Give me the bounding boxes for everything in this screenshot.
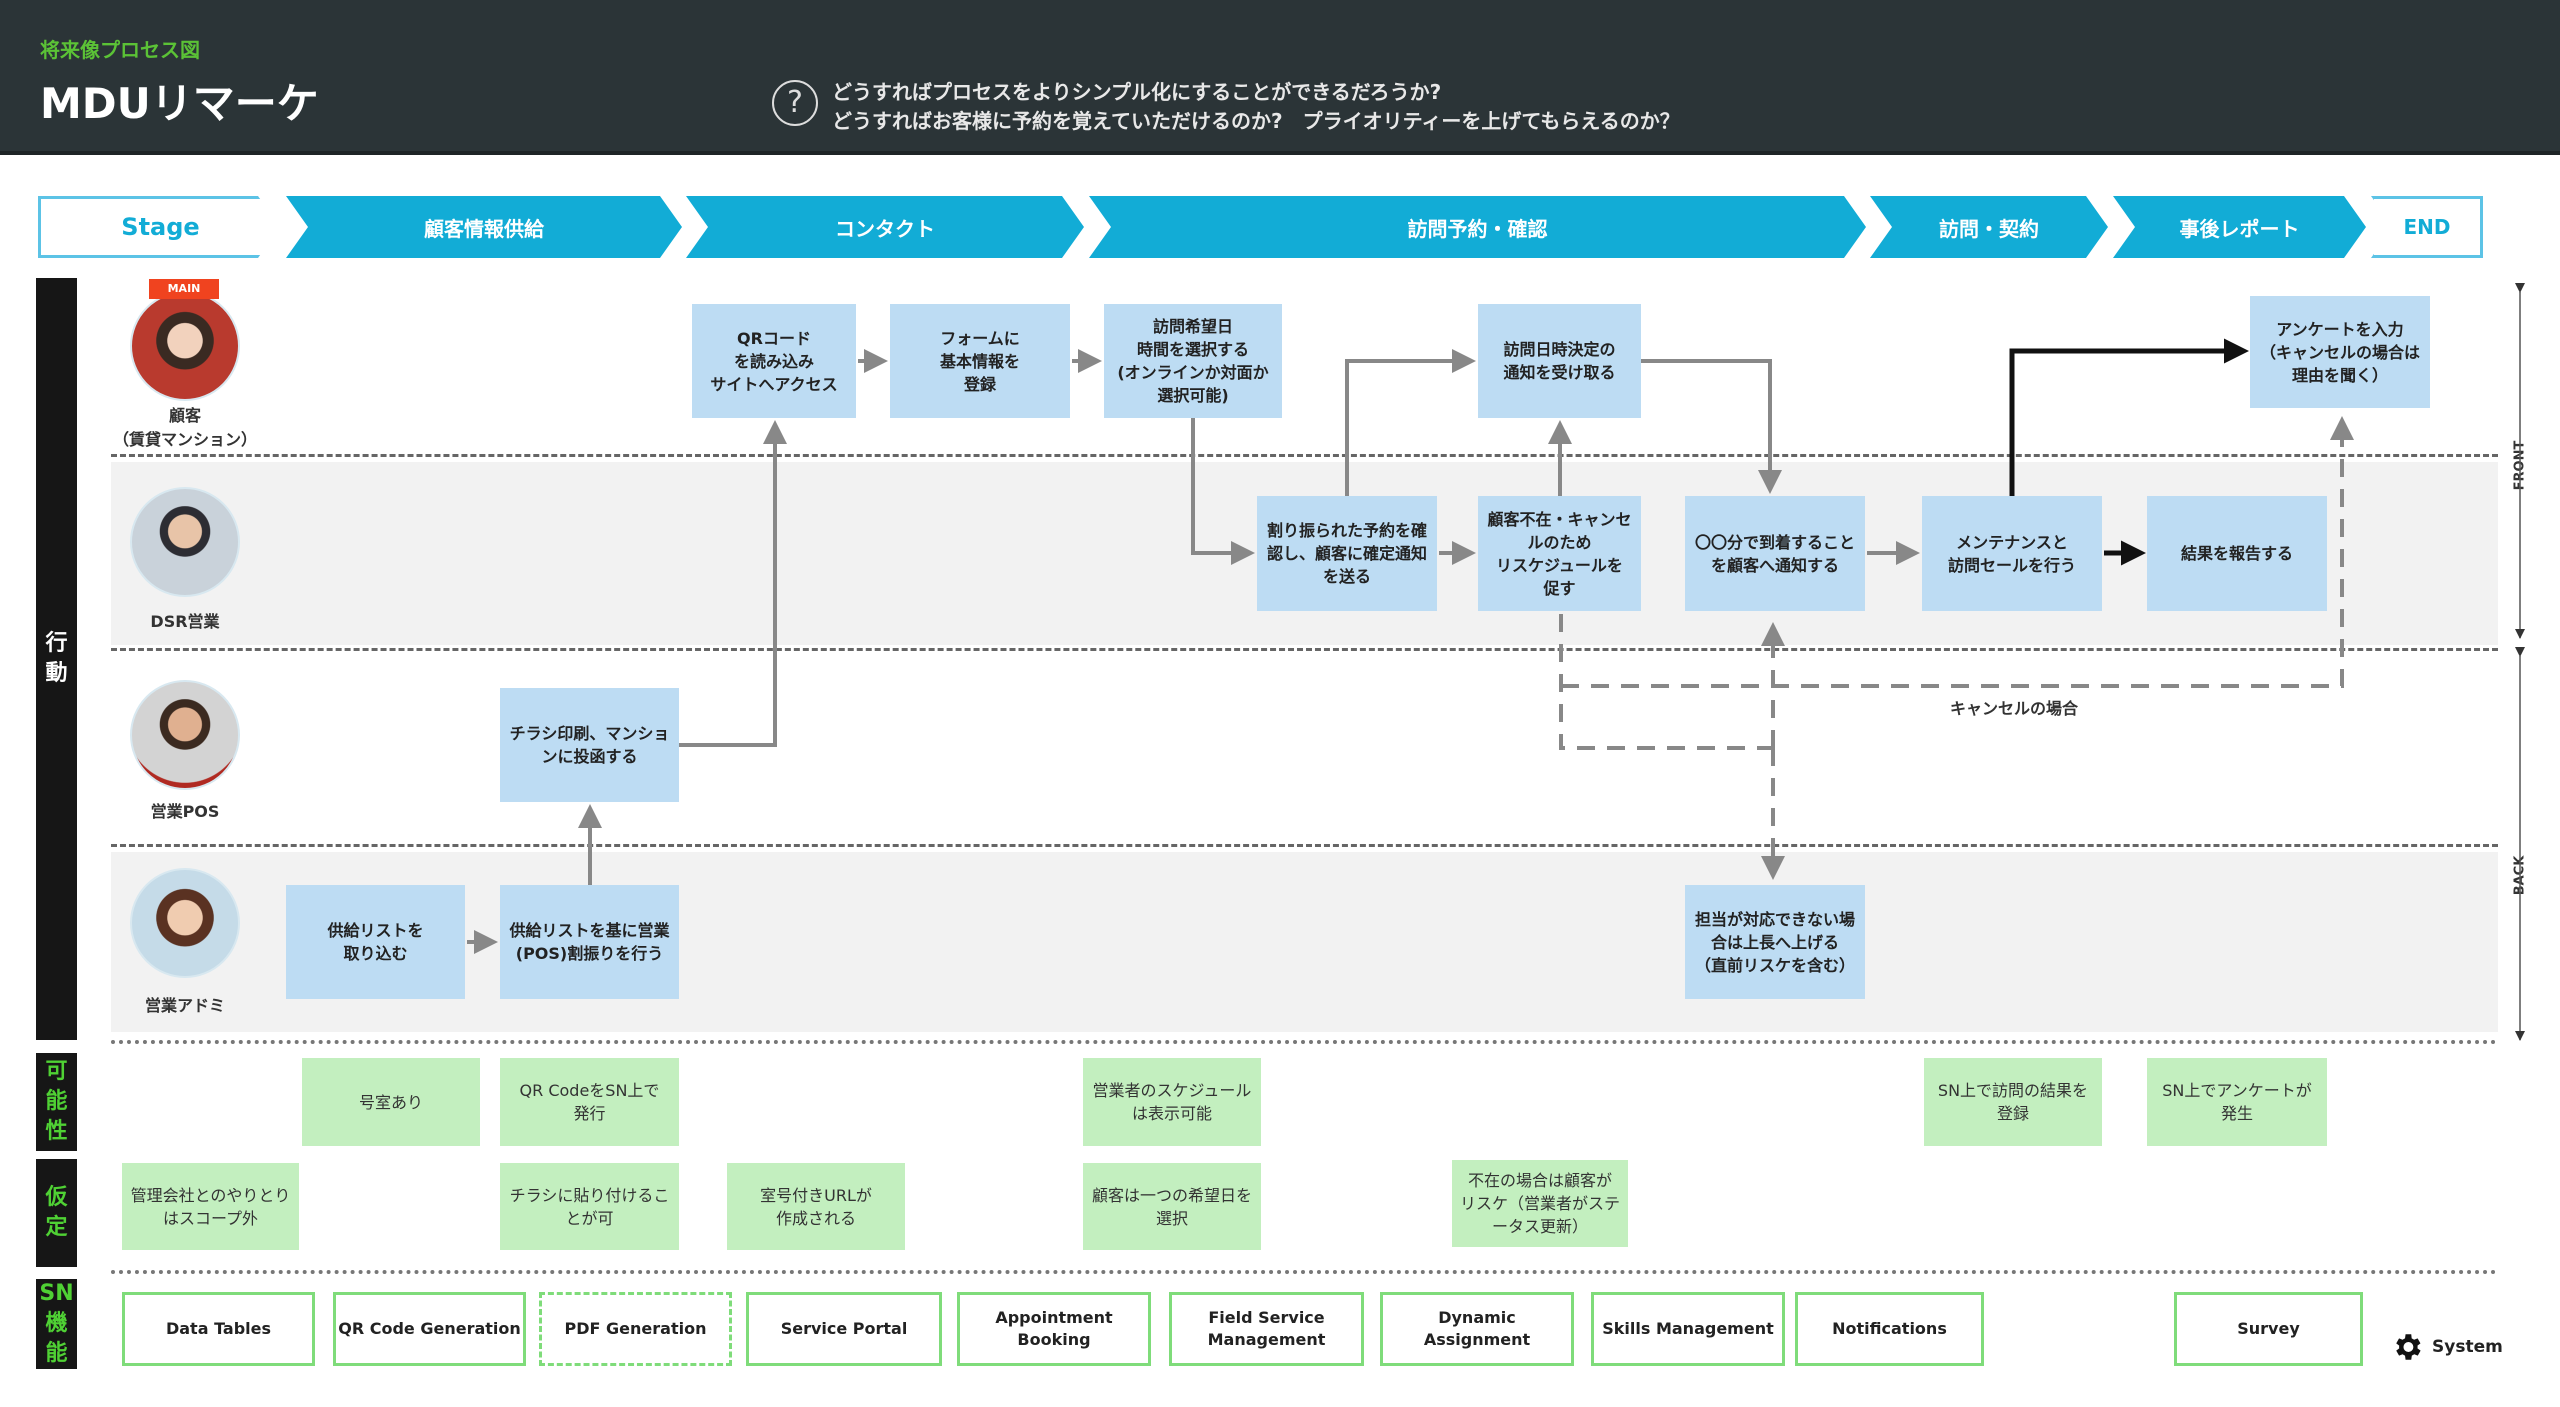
sn-feature-data-tables: Data Tables [122,1292,315,1366]
persona-name: DSR営業 [150,612,220,631]
lane-band-admin [111,852,2498,1032]
assumption-note: 顧客は一つの希望日を 選択 [1083,1163,1261,1250]
assumption-note: 管理会社とのやりとり はスコープ外 [122,1163,299,1250]
back-label: BACK [2512,855,2528,896]
sn-feature-dynamic-assignment: Dynamic Assignment [1380,1292,1574,1366]
diagram-subtitle: 将来像プロセス図 [40,38,200,62]
header [0,0,2560,155]
avatar-pos [130,680,240,790]
sn-feature-appointment-booking: Appointment Booking [957,1292,1151,1366]
lane-divider [111,454,2498,457]
cancel-path-label: キャンセルの場合 [1950,699,2079,718]
possibility-note: QR CodeをSN上で 発行 [500,1058,679,1146]
step-select-date: 訪問希望日 時間を選択する (オンラインか対面か 選択可能) [1104,304,1282,418]
question-line: どうすればお客様に予約を覚えていただけるのか? プライオリティーを上げてもらえる… [832,109,1680,133]
assumption-note: 不在の場合は顧客が リスケ（営業者がステ ータス更新） [1452,1160,1628,1247]
front-label: FRONT [2512,440,2528,491]
main-badge: MAIN [149,279,219,299]
stage-booking: 訪問予約・確認 [1089,196,1866,258]
step-assign-pos: 供給リストを基に営業 (POS)割振りを行う [500,885,679,999]
step-receive-notice: 訪問日時決定の 通知を受け取る [1478,304,1641,418]
stage-report: 事後レポート [2113,196,2366,258]
row-label-assumption: 仮 定 [36,1159,77,1267]
possibility-note: SN上で訪問の結果を 登録 [1924,1058,2102,1146]
sn-feature-service-portal: Service Portal [746,1292,942,1366]
assumption-note: チラシに貼り付けるこ とが可 [500,1163,679,1250]
persona-name: 営業アドミ [144,996,225,1015]
persona-name: 顧客 （賃貸マンション） [112,406,257,449]
step-import-list: 供給リストを 取り込む [286,885,465,999]
step-confirm-booking: 割り振られた予約を確 認し、顧客に確定通知 を送る [1257,496,1437,611]
step-qr-access: QRコード を読み込み サイトへアクセス [692,304,856,418]
possibility-note: 号室あり [302,1058,480,1146]
sn-feature-qr-code-generation: QR Code Generation [333,1292,526,1366]
stage-customer-info: 顧客情報供給 [286,196,682,258]
question-circle-icon: ? [772,80,818,126]
section-divider [111,1040,2498,1044]
sn-feature-skills-management: Skills Management [1591,1292,1785,1366]
stage-visit: 訪問・契約 [1870,196,2108,258]
system-legend-label: System [2432,1337,2503,1357]
possibility-note: SN上でアンケートが 発生 [2147,1058,2327,1146]
section-divider [111,1270,2498,1274]
possibility-note: 営業者のスケジュール は表示可能 [1083,1058,1261,1146]
step-escalate: 担当が対応できない場 合は上長へ上げる （直前リスケを含む） [1685,885,1865,999]
stage-header: Stage [38,196,280,258]
step-arrival-notice: 〇〇分で到着すること を顧客へ通知する [1685,496,1865,611]
step-maintenance: メンテナンスと 訪問セールを行う [1922,496,2102,611]
row-label-action: 行 動 [36,278,77,1040]
avatar-admin [130,868,240,978]
gear-icon [2396,1334,2421,1360]
question-line: どうすればプロセスをよりシンプル化にすることができるだろうか? [832,80,1442,104]
lane-divider [111,648,2498,651]
step-flyer: チラシ印刷、マンショ ンに投函する [500,688,679,802]
sn-feature-field-service-management: Field Service Management [1169,1292,1364,1366]
stage-contact: コンタクト [686,196,1084,258]
sn-feature-pdf-generation: PDF Generation [539,1292,732,1366]
system-legend: System [2390,1330,2503,1364]
row-label-sn: SN 機 能 [36,1279,77,1369]
step-form-register: フォームに 基本情報を 登録 [890,304,1070,418]
sn-feature-survey: Survey [2174,1292,2363,1366]
stage-end: END [2371,196,2483,258]
assumption-note: 室号付きURLが 作成される [727,1163,905,1250]
step-survey-input: アンケートを入力 （キャンセルの場合は 理由を聞く） [2250,296,2430,408]
sn-feature-notifications: Notifications [1795,1292,1984,1366]
avatar-customer [130,291,240,401]
avatar-dsr [130,487,240,597]
row-label-possibility: 可 能 性 [36,1053,77,1151]
lane-divider [111,844,2498,847]
step-reschedule: 顧客不在・キャンセ ルのため リスケジュールを 促す [1478,496,1641,611]
persona-name: 営業POS [150,802,220,821]
diagram-title: MDUリマーケ [40,79,319,128]
step-report: 結果を報告する [2147,496,2327,611]
